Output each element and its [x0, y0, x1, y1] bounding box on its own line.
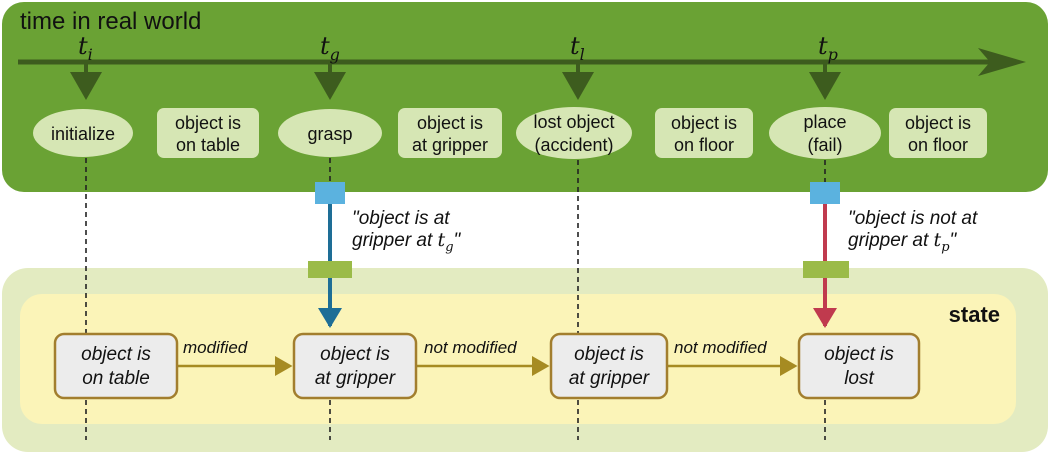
event-place: place (fail) — [769, 107, 881, 159]
time-label-tp: tp — [818, 32, 838, 64]
event-lost-object: lost object (accident) — [516, 107, 632, 159]
svg-text:modified: modified — [183, 338, 248, 357]
observation-place-path — [803, 182, 849, 328]
update-marker-green-2 — [803, 261, 849, 278]
svg-text:on table: on table — [176, 135, 240, 155]
update-marker-green-1 — [308, 261, 352, 278]
time-label-tl: tl — [570, 32, 585, 64]
svg-text:at gripper: at gripper — [569, 368, 650, 389]
svg-text:at gripper: at gripper — [315, 368, 396, 389]
svg-text:"object is at: "object is at — [352, 208, 450, 229]
state-transition-2: not modified — [417, 338, 550, 376]
world-state-on-floor-1: object is on floor — [655, 108, 753, 158]
event-initialize: initialize — [33, 109, 133, 157]
svg-text:(fail): (fail) — [808, 135, 843, 155]
state-inner-panel — [20, 294, 1016, 424]
svg-text:object is: object is — [574, 344, 644, 365]
svg-text:lost: lost — [844, 368, 874, 389]
svg-text:on table: on table — [82, 368, 150, 389]
svg-text:tp: tp — [818, 32, 838, 64]
svg-text:place: place — [803, 112, 846, 132]
sensor-square-blue-2 — [810, 182, 840, 204]
time-label-tg: tg — [320, 32, 340, 64]
svg-text:on floor: on floor — [908, 135, 968, 155]
time-label-ti: ti — [78, 32, 93, 64]
svg-text:tg: tg — [320, 32, 340, 64]
state-label: state — [949, 302, 1000, 327]
svg-text:not modified: not modified — [424, 338, 517, 357]
state-box-on-table: object is on table — [53, 332, 179, 400]
svg-text:ti: ti — [78, 32, 93, 64]
state-box-at-gripper-2: object is at gripper — [549, 332, 669, 400]
world-state-at-gripper: object is at gripper — [398, 108, 502, 158]
real-world-title: time in real world — [20, 8, 201, 35]
world-state-on-table: object is on table — [157, 108, 259, 158]
dashed-time-lines — [85, 158, 826, 440]
state-box-lost: object is lost — [797, 332, 921, 400]
svg-text:lost object: lost object — [533, 112, 614, 132]
svg-text:object is: object is — [81, 344, 151, 365]
svg-text:not modified: not modified — [674, 338, 767, 357]
svg-text:initialize: initialize — [51, 124, 115, 144]
world-state-on-floor-2: object is on floor — [889, 108, 987, 158]
svg-text:object is: object is — [175, 113, 241, 133]
sensor-square-blue — [315, 182, 345, 204]
event-arrows — [70, 64, 841, 100]
svg-text:at gripper: at gripper — [412, 135, 488, 155]
observation-place-text: "object is not at gripper at tp" — [848, 208, 978, 255]
svg-text:"object is not at: "object is not at — [848, 208, 978, 229]
event-grasp: grasp — [278, 109, 382, 157]
svg-text:object is: object is — [417, 113, 483, 133]
state-transition-1: modified — [178, 338, 293, 376]
state-transition-3: not modified — [667, 338, 798, 376]
svg-text:object is: object is — [671, 113, 737, 133]
svg-text:on floor: on floor — [674, 135, 734, 155]
observation-grasp-text: "object is at gripper at tg" — [352, 208, 462, 255]
svg-text:object is: object is — [905, 113, 971, 133]
state-box-at-gripper-1: object is at gripper — [292, 332, 418, 400]
svg-text:object is: object is — [824, 344, 894, 365]
observation-grasp-path — [308, 182, 352, 328]
svg-text:grasp: grasp — [307, 124, 352, 144]
svg-text:gripper at tp": gripper at tp" — [848, 229, 958, 255]
svg-text:(accident): (accident) — [534, 135, 613, 155]
svg-text:object is: object is — [320, 344, 390, 365]
svg-text:tl: tl — [570, 32, 585, 64]
time-axis-arrowhead — [978, 48, 1026, 76]
svg-text:gripper at tg": gripper at tg" — [352, 229, 462, 255]
